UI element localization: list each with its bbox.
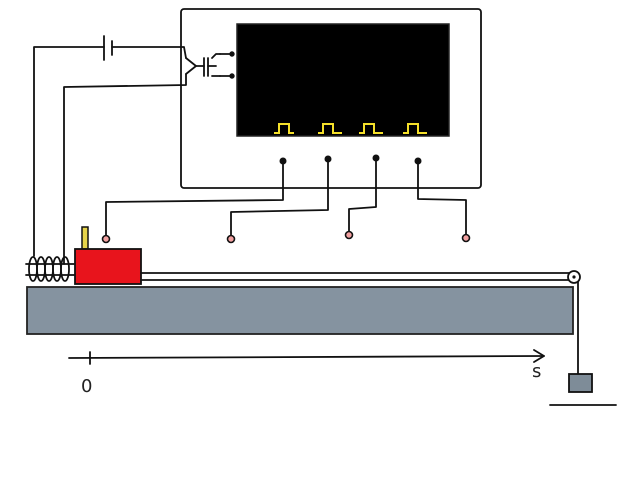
- circuit-wires: [33, 46, 187, 265]
- position-axis: 0 s: [68, 349, 545, 397]
- sensor-2: [226, 234, 236, 244]
- pulse-4: [403, 123, 427, 134]
- pulse-1: [274, 123, 294, 134]
- coil-icon: [25, 256, 75, 282]
- screen-terminals: [219, 51, 235, 79]
- sensor-3: [344, 230, 354, 240]
- string: [140, 272, 579, 375]
- cart-mast: [81, 226, 89, 250]
- pulse-2: [318, 123, 342, 134]
- cart: [74, 248, 142, 285]
- switch-icon: [185, 53, 221, 77]
- sensor-wires: [105, 157, 467, 237]
- pulley-icon: [567, 270, 581, 284]
- display-screen: [236, 23, 450, 137]
- hanging-weight: [568, 373, 593, 393]
- axis-end-label: s: [532, 361, 541, 382]
- sensor-4: [461, 233, 471, 243]
- pulse-3: [359, 123, 383, 134]
- sensor-1: [101, 234, 111, 244]
- pulse-group: [274, 123, 427, 134]
- axis-origin-label: 0: [81, 376, 92, 397]
- track: [26, 286, 574, 335]
- sensor-terminals: [101, 230, 471, 244]
- battery-icon: [103, 35, 113, 61]
